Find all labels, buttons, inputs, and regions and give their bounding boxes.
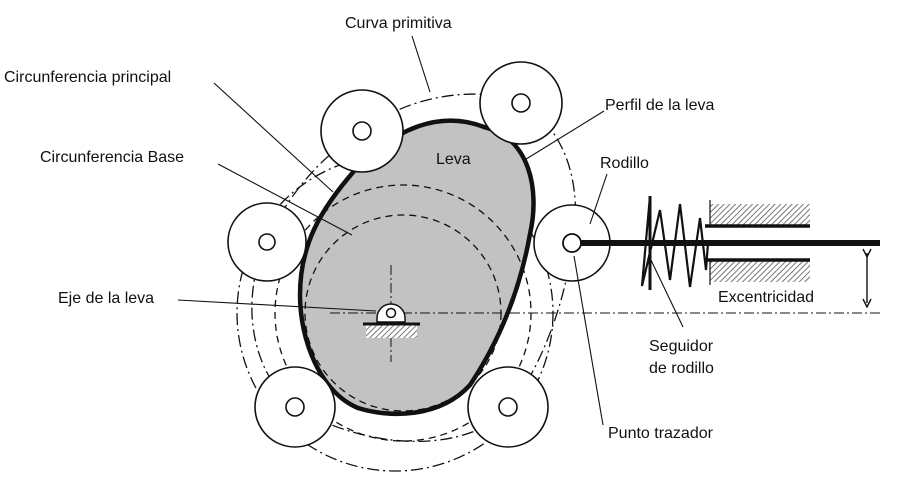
label-seguidor-line2: de rodillo [649,360,714,377]
label-leva: Leva [436,151,471,168]
leader-circunferencia-principal [213,82,334,193]
leader-circunferencia-base [217,163,353,236]
label-perfil-de-la-leva: Perfil de la leva [605,97,714,114]
leader-perfil-de-la-leva [522,110,605,162]
roller-top-left [320,89,404,173]
leader-seguidor [649,257,684,328]
roller-left [227,202,307,282]
label-eje-de-la-leva: Eje de la leva [58,290,154,307]
leader-rodillo [589,173,608,225]
cam-axis-pivot [363,303,420,338]
label-punto-trazador: Punto trazador [608,425,714,442]
leader-curva-primitiva [411,35,431,93]
label-circunferencia-base: Circunferencia Base [40,149,184,166]
roller-bottom-right [467,366,549,448]
label-circunferencia-principal: Circunferencia principal [4,69,171,86]
follower-roller [533,204,640,282]
roller-bottom-left [254,366,336,448]
label-seguidor-line1: Seguidor [649,338,714,355]
leader-lines [177,35,684,426]
label-excentricidad: Excentricidad [718,289,814,306]
follower-guide [705,200,810,285]
roller-top-right [479,61,563,145]
label-curva-primitiva: Curva primitiva [345,15,452,32]
leader-punto-trazador [573,255,604,426]
label-rodillo: Rodillo [600,155,649,172]
leader-eje-de-la-leva [177,299,377,312]
follower-spring [640,195,710,288]
